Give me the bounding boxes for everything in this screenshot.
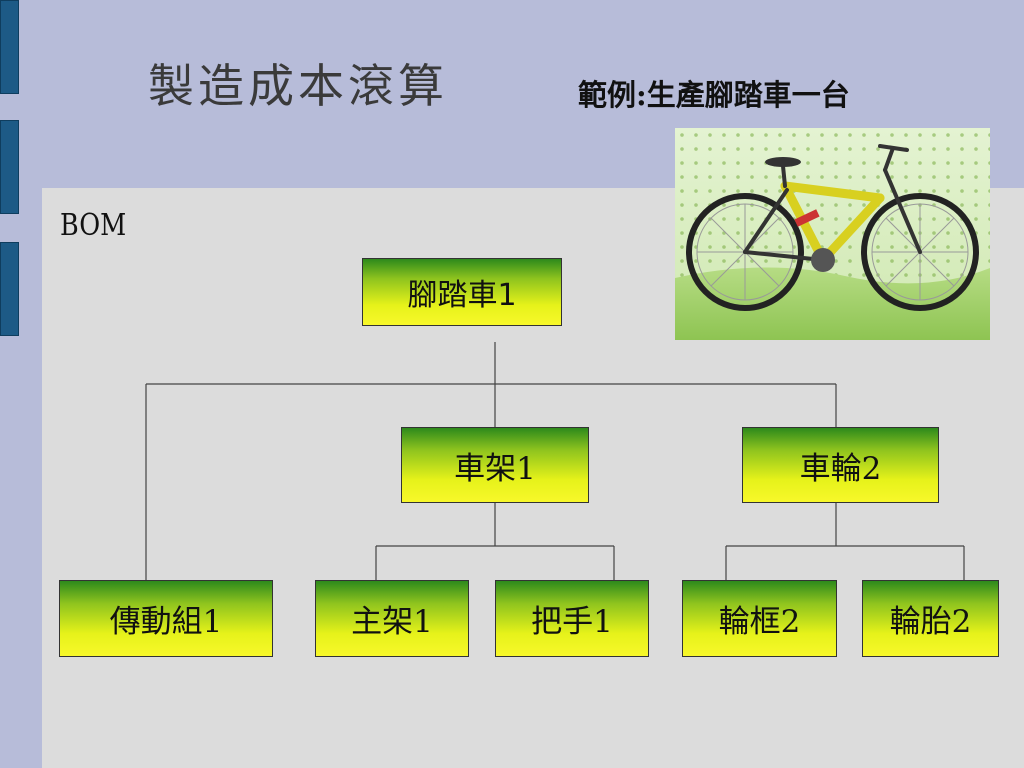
sidebar-tab — [0, 0, 19, 94]
bom-node-handlebar: 把手1 — [495, 580, 649, 657]
bom-node-rim: 輪框2 — [682, 580, 837, 657]
bom-node-wheel: 車輪2 — [742, 427, 939, 503]
bicycle-photo — [675, 128, 990, 340]
bom-node-root: 腳踏車1 — [362, 258, 562, 326]
bom-node-drivetrain: 傳動組1 — [59, 580, 273, 657]
bom-node-main-frame: 主架1 — [315, 580, 469, 657]
slide-title: 製造成本滾算 — [148, 59, 448, 113]
bom-label: BOM — [60, 208, 127, 243]
sidebar-tab — [0, 120, 19, 214]
slide-subtitle: 範例:生產腳踏車一台 — [578, 78, 850, 112]
bom-node-tire: 輪胎2 — [862, 580, 999, 657]
bom-node-frame: 車架1 — [401, 427, 589, 503]
sidebar-tab — [0, 242, 19, 336]
